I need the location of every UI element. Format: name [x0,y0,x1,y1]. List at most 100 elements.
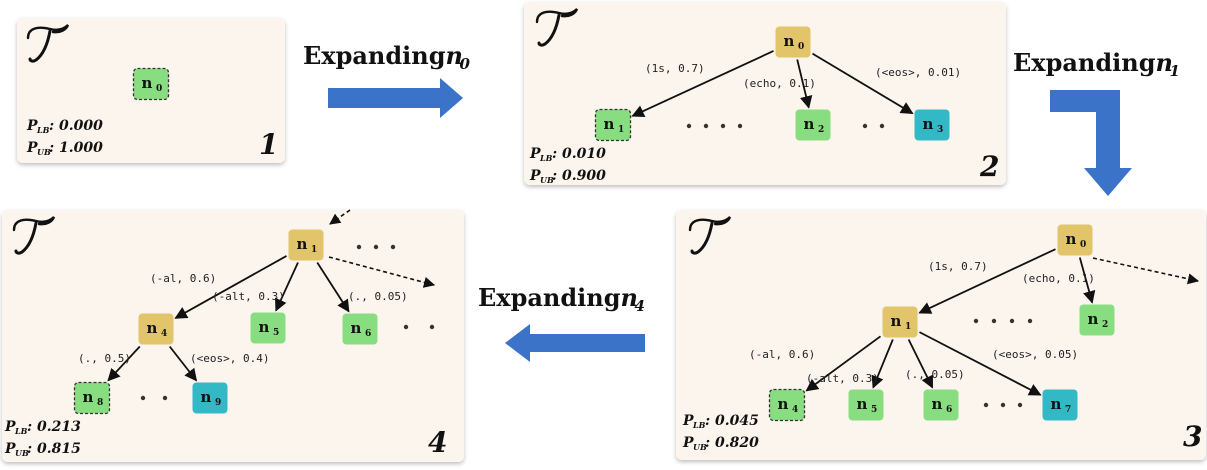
ellipsis-dot [720,123,726,129]
step-arrow-icon [505,324,645,362]
tree-symbol-icon [535,8,579,47]
transition-node-subscript: 4 [635,297,645,315]
tree-symbol-icon [12,216,56,255]
tree-symbol-stem [28,29,52,63]
node-box [594,108,632,142]
node-subscript: 4 [161,329,167,339]
tree-symbol-icon [688,216,732,255]
ellipsis-dot [862,123,868,129]
tree-symbol-stem [537,13,561,47]
node-box [192,382,228,414]
step-number: 4 [428,426,447,459]
edge-n0-n3 [812,52,914,115]
bound-subscript: LB [539,153,553,163]
panel-background [524,2,1006,185]
edge-n1-n6 [907,339,934,389]
transition-1: Expanding n0 [303,41,471,118]
transition-label: Expanding [1013,48,1156,77]
node-label: n [923,115,934,133]
bound-subscript: LB [36,125,50,135]
ellipsis-dot [879,123,885,129]
edge-n4-n8 [107,345,141,382]
node-subscript: 9 [215,398,221,408]
bound-p: P [26,118,38,134]
ellipsis-dot [429,324,435,330]
bound-p: P [682,413,694,429]
bound-value: : 0.213 [27,419,81,435]
node-subscript: 2 [1102,320,1108,330]
transition-label: Expanding [478,283,621,312]
transition-node-subscript: 0 [460,55,471,73]
node-subscript: 0 [1080,240,1086,250]
transition-node-subscript: 1 [1170,62,1180,80]
ellipsis-dot [1000,402,1006,408]
transition-2: Expanding n1 [1013,48,1180,196]
node-box [1079,304,1115,336]
unexpanded-edge [1092,257,1200,285]
ellipsis-dot [403,324,409,330]
panel-background [2,210,464,462]
bound-value: : 0.000 [49,118,103,134]
bound-p: P [682,435,694,451]
transition-node: n [621,283,638,312]
edge-label: (echo, 0.1) [743,77,816,90]
edge-n0-n1 [631,50,774,117]
node-box [848,389,884,421]
ellipsis-dot [373,244,379,250]
edge-label: (<eos>, 0.01) [875,66,961,79]
edge-n1-n4 [805,335,882,392]
node-subscript: 2 [818,125,824,135]
bound-p: P [4,441,16,457]
bound-p: P [529,168,541,184]
ellipsis-dot [1027,318,1033,324]
edge-n0-n2 [796,59,813,109]
bound-p: P [26,140,38,156]
panel-step-4: (-al, 0.6)(-alt, 0.3)(., 0.05)(., 0.5)(<… [2,209,464,462]
bound-value: : 0.900 [552,168,606,184]
node-box [923,389,959,421]
step-number: 1 [259,128,278,161]
tree-symbol-top-stroke [688,216,732,232]
node-label: n [201,388,212,406]
edge-n1-n4 [174,255,287,319]
node-box [1057,224,1093,256]
node-subscript: 1 [905,322,911,332]
bound-subscript: LB [14,426,28,436]
transition-node: n [446,41,463,70]
bound-subscript: UB [540,175,554,185]
transition-3: Expanding n4 [478,283,645,362]
node-label: n [1066,230,1077,248]
node-label: n [778,395,789,413]
node-subscript: 7 [1065,405,1071,415]
node-box [768,388,806,422]
ellipsis-dot [686,123,692,129]
edge-label: (echo, 0.1) [1022,272,1095,285]
node-box [342,313,378,345]
ellipsis-dot [390,244,396,250]
ellipsis-dot [983,402,989,408]
bound-value: : 1.000 [49,140,103,156]
bound-p: P [529,146,541,162]
edge-n0-n2 [1078,257,1096,304]
node-subscript: 5 [273,328,279,338]
node-box [775,26,811,58]
node-label: n [857,395,868,413]
edge-label: (-al, 0.6) [749,348,815,361]
edge-n1-n5 [275,262,299,312]
bound-subscript: UB [37,147,51,157]
bound-value: : 0.010 [552,146,606,162]
